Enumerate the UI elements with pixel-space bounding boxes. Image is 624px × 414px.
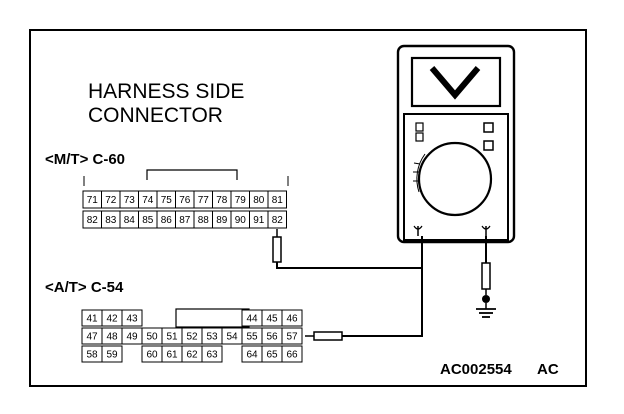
pin-number: 66 — [286, 350, 298, 361]
pin-number: 52 — [186, 332, 198, 343]
pin-number: 79 — [235, 195, 247, 206]
test-lead-wire — [276, 236, 423, 269]
pin-number: 82 — [272, 215, 284, 226]
connector-at-label: <A/T> C-54 — [45, 279, 124, 296]
pin-number: 78 — [216, 195, 228, 206]
button-icon — [483, 122, 494, 133]
pin-number: 81 — [272, 195, 284, 206]
pin-number: 71 — [87, 195, 99, 206]
meter-display — [410, 56, 502, 108]
pin-number: 46 — [286, 314, 298, 325]
switch-icon — [415, 132, 424, 142]
meter-body — [396, 44, 516, 244]
pin-cell — [281, 327, 303, 345]
dial-tick — [413, 162, 421, 165]
pin-number: 54 — [226, 332, 238, 343]
pin-number: 82 — [87, 215, 99, 226]
pin-number: 84 — [124, 215, 136, 226]
ground-symbol-icon — [476, 295, 496, 318]
title-line-1: HARNESS SIDE — [88, 80, 244, 103]
connector-at-c54: 41 42 43 44 45 46 47 48 49 50 51 52 53 54 55 56 57 58 59 60… — [81, 308, 303, 363]
pin-cell — [201, 345, 223, 363]
pin-number: 85 — [142, 215, 154, 226]
connector-mt-label: <M/T> C-60 — [45, 151, 125, 168]
title-line-2: CONNECTOR — [88, 104, 223, 127]
connector-latch — [146, 169, 238, 180]
selector-dial — [417, 141, 493, 217]
pin-number: 72 — [105, 195, 117, 206]
pin-number: 88 — [198, 215, 210, 226]
pin-number: 83 — [105, 215, 117, 226]
pin-number: 48 — [106, 332, 118, 343]
pin-number: 90 — [235, 215, 247, 226]
pin-cell — [101, 345, 123, 363]
pin-number: 55 — [246, 332, 258, 343]
pin-number: 61 — [166, 350, 178, 361]
probe-icon — [313, 331, 343, 341]
pin-cell — [281, 309, 303, 327]
pin-number: 58 — [86, 350, 98, 361]
pin-number: 42 — [106, 314, 118, 325]
pin-number: 91 — [253, 215, 265, 226]
connector-mt-c60: 71 72 73 74 75 76 77 78 79 80 81 82 83 84 85 86 87 88 89 90… — [82, 169, 289, 229]
pin-number: 86 — [161, 215, 173, 226]
pin-number: 65 — [266, 350, 278, 361]
probe-icon — [481, 262, 491, 290]
pin-number: 87 — [179, 215, 191, 226]
multimeter — [396, 44, 516, 244]
pin-number: 44 — [246, 314, 258, 325]
pin-number: 59 — [106, 350, 118, 361]
switch-icon — [415, 122, 424, 132]
pin-number: 47 — [86, 332, 98, 343]
connector-latch — [175, 308, 250, 328]
pin-number: 56 — [266, 332, 278, 343]
figure-code: AC002554 — [440, 361, 512, 378]
pin-number: 89 — [216, 215, 228, 226]
pin-number: 77 — [198, 195, 210, 206]
button-icon — [483, 140, 494, 151]
meter-panel — [403, 113, 509, 241]
pin-number: 63 — [206, 350, 218, 361]
pin-number: 80 — [253, 195, 265, 206]
pin-number: 73 — [124, 195, 136, 206]
pin-cell — [121, 309, 143, 327]
figure-code-suffix: AC — [537, 361, 559, 378]
probe-icon — [272, 236, 282, 263]
pin-number: 53 — [206, 332, 218, 343]
pin-number: 45 — [266, 314, 278, 325]
pin-number: 64 — [246, 350, 258, 361]
pin-cell — [281, 345, 303, 363]
pin-number: 57 — [286, 332, 298, 343]
pin-number: 60 — [146, 350, 158, 361]
pin-number: 43 — [126, 314, 138, 325]
pin-number: 74 — [142, 195, 154, 206]
pin-number: 62 — [186, 350, 198, 361]
figure-frame — [29, 29, 587, 387]
test-lead-wire — [342, 268, 423, 337]
pin-cell — [267, 210, 287, 229]
pin-number: 49 — [126, 332, 138, 343]
pin-number: 76 — [179, 195, 191, 206]
pin-number: 41 — [86, 314, 98, 325]
pin-number: 50 — [146, 332, 158, 343]
voltmeter-v-icon — [429, 66, 481, 100]
pin-cell — [267, 190, 287, 209]
pin-number: 75 — [161, 195, 173, 206]
pin-number: 51 — [166, 332, 178, 343]
